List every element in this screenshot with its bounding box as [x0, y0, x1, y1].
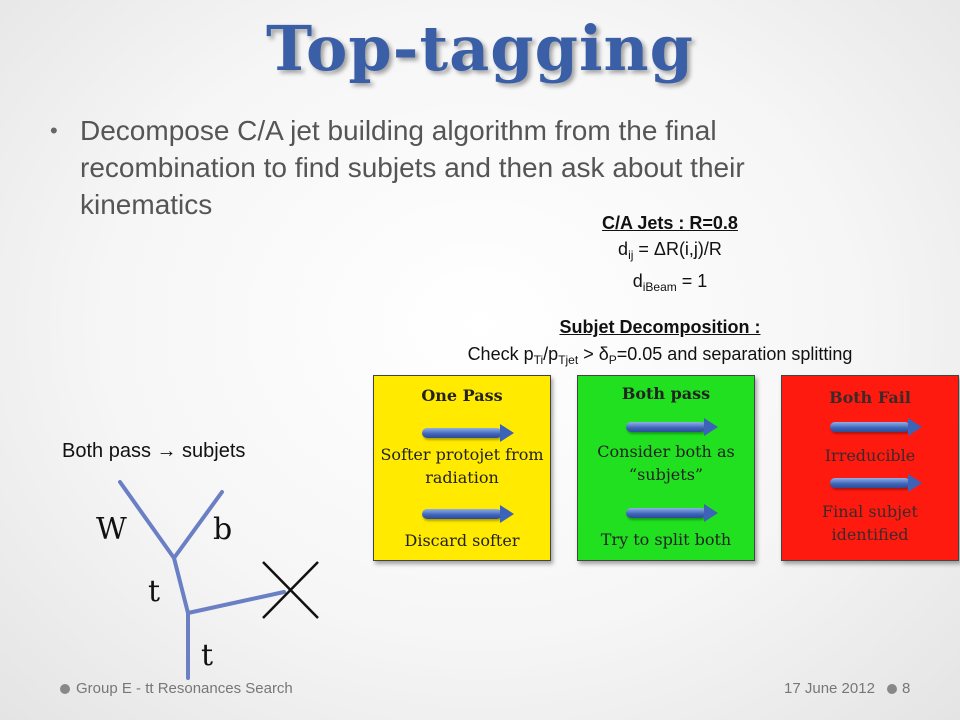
page-number: 8: [902, 680, 911, 697]
both-fail-text-2: Final subjet identified: [822, 502, 918, 544]
both-fail-box: Both Fail Irreducible Final subjet ident…: [781, 375, 959, 561]
subjet-criterion: Check pTi/pTjet > δP=0.05 and separation…: [467, 344, 853, 367]
slide-title: Top-tagging: [266, 12, 694, 85]
subjet-heading: Subjet Decomposition :: [559, 317, 761, 337]
ca-jets-block: C/A Jets : R=0.8 dij = ΔR(i,j)/R diBeam …: [560, 210, 780, 300]
both-fail-title: Both Fail: [829, 388, 911, 407]
both-pass-text-2: Try to split both: [600, 530, 732, 549]
bullet-text: Decompose C/A jet building algorithm fro…: [80, 115, 745, 220]
arrow-icon: [422, 424, 514, 442]
both-pass-caption: Both pass → subjets: [62, 440, 246, 462]
arrow-icon: [626, 418, 718, 436]
label-t-upper: t: [148, 574, 161, 609]
arrow-icon: [830, 418, 922, 436]
label-b: b: [213, 512, 233, 547]
label-t-lower: t: [201, 638, 214, 673]
one-pass-text-1: Softer protojet from radiation: [380, 445, 544, 487]
both-pass-title: Both pass: [621, 384, 711, 403]
tree-branch-w: [118, 480, 176, 560]
arrow-icon: [626, 504, 718, 522]
footer-dot-icon: [60, 684, 70, 694]
ca-jets-heading: C/A Jets : R=0.8: [602, 213, 738, 233]
subjet-decomposition-block: Subjet Decomposition : Check pTi/pTjet >…: [380, 314, 940, 374]
footer-date: 17 June 2012: [784, 680, 875, 697]
footer-title: Group E - tt Resonances Search: [76, 680, 293, 697]
one-pass-box: One Pass Softer protojet from radiation …: [373, 375, 551, 561]
arrow-icon: [830, 474, 922, 492]
jet-tree-diagram: [118, 480, 319, 680]
cross-icon: [262, 561, 319, 619]
both-pass-box: Both pass Consider both as “subjets” Try…: [577, 375, 755, 561]
dij-formula: dij = ΔR(i,j)/R: [618, 239, 722, 262]
footer-dot-icon: [887, 684, 897, 694]
both-fail-text-1: Irreducible: [824, 446, 916, 465]
dibeam-formula: diBeam = 1: [632, 271, 708, 294]
tree-branch-rejected: [186, 590, 286, 615]
tree-branch-b: [172, 490, 224, 560]
one-pass-text-2: Discard softer: [404, 531, 520, 550]
arrow-icon: [422, 505, 514, 523]
one-pass-title: One Pass: [421, 386, 503, 405]
label-w: W: [96, 512, 127, 547]
tree-branch-t-upper: [172, 556, 190, 615]
bullet-dot-icon: •: [50, 118, 58, 143]
both-pass-text-1: Consider both as “subjets”: [597, 442, 735, 484]
